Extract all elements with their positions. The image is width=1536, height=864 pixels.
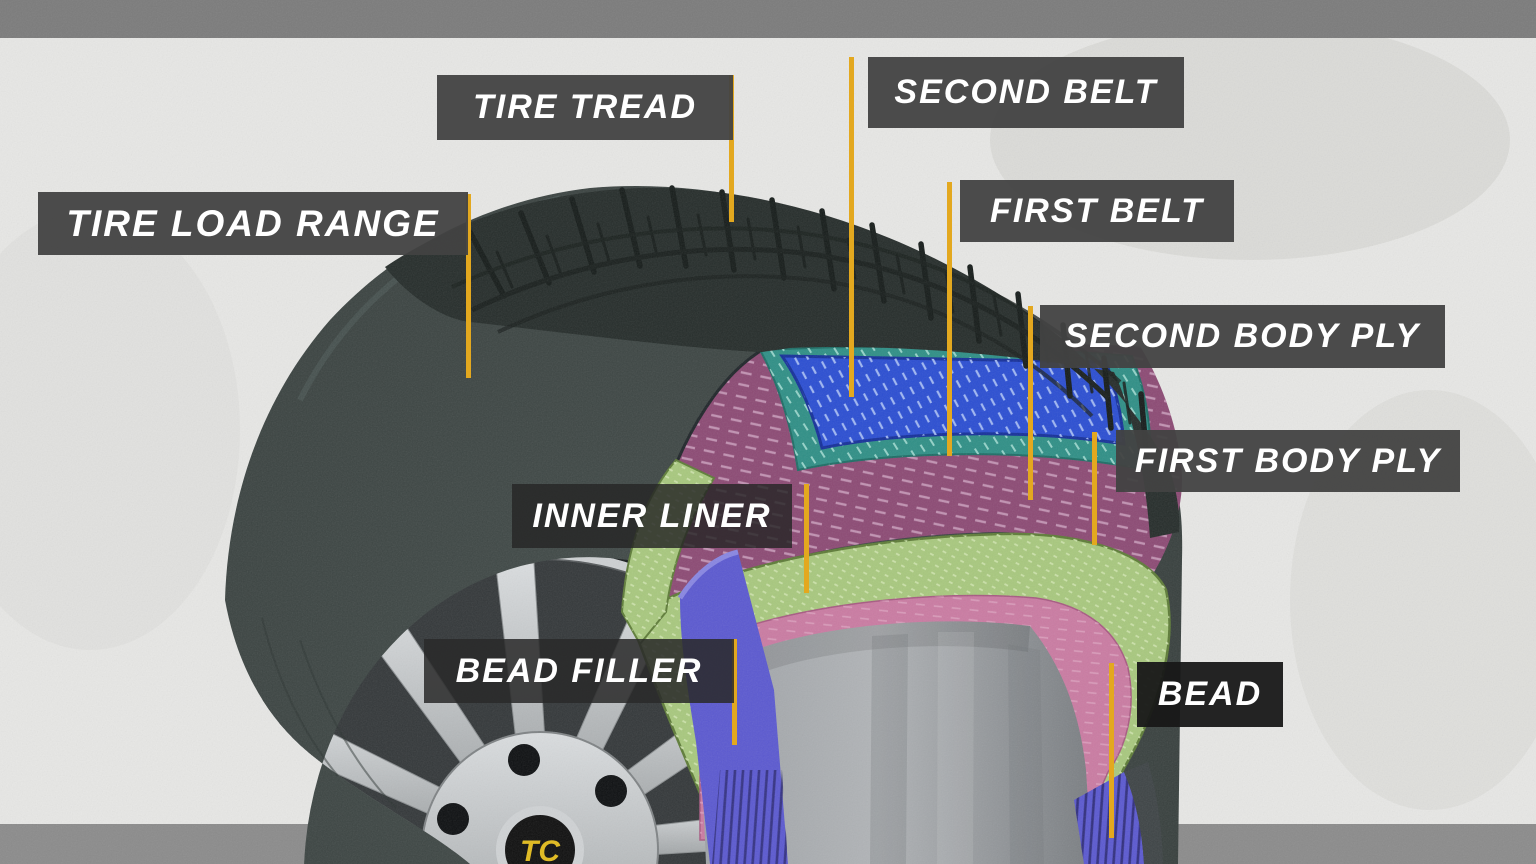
label-second-body-ply: SECOND BODY PLY <box>1040 305 1445 368</box>
label-tire-load-range: TIRE LOAD RANGE <box>38 192 468 255</box>
label-inner-liner: INNER LINER <box>512 484 792 548</box>
leader-line-second-belt <box>849 57 854 397</box>
label-second-belt: SECOND BELT <box>868 57 1184 128</box>
leader-line-tire-load-range <box>466 194 471 378</box>
label-first-belt: FIRST BELT <box>960 180 1234 242</box>
label-first-body-ply: FIRST BODY PLY <box>1116 430 1460 492</box>
label-tire-tread: TIRE TREAD <box>437 75 733 140</box>
label-bead: BEAD <box>1137 662 1283 727</box>
leader-line-tire-tread <box>729 75 734 222</box>
leader-line-first-belt <box>947 182 952 456</box>
leader-line-inner-liner <box>804 484 809 593</box>
label-bead-filler: BEAD FILLER <box>424 639 734 703</box>
leader-line-second-body-ply <box>1028 306 1033 500</box>
leader-line-bead-filler <box>732 639 737 745</box>
leader-line-bead <box>1109 663 1114 838</box>
leader-line-first-body-ply <box>1092 432 1097 545</box>
